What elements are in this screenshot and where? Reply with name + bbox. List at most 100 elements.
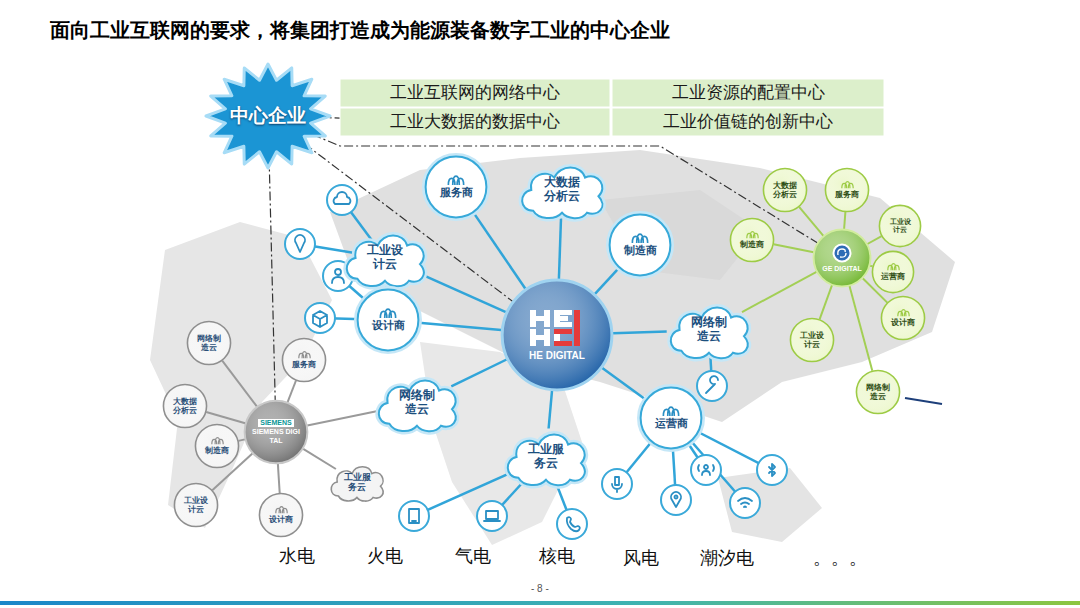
table-cell: 工业价值链的创新中心 (612, 108, 884, 136)
icon-glyph (671, 492, 681, 507)
node-content: 工业设计云 (879, 205, 921, 247)
node-label: 工业服务云 (343, 472, 371, 493)
node-content: 工业服务云 (326, 461, 388, 503)
logo-block (554, 329, 572, 334)
connector (742, 272, 817, 312)
circle-node: 网络制造云 (856, 370, 900, 414)
node-content: 中心企业 (206, 64, 330, 168)
circle-node: 设计商 (881, 296, 925, 340)
node-content: 大数据分析云 (514, 159, 610, 221)
circle-shape (163, 384, 206, 427)
icon-ring (602, 469, 632, 499)
circle-fill (502, 280, 612, 390)
circle-fill (259, 493, 302, 536)
cloud-shape (522, 168, 602, 219)
people-glyph (663, 407, 678, 416)
icon-glyph (409, 509, 419, 523)
node-label: 大数据分析云 (543, 176, 581, 204)
node-label: 运营商 (881, 272, 905, 281)
connector (420, 274, 506, 312)
category-label: 气电 (455, 544, 491, 568)
icon-ring (691, 455, 721, 485)
cloud-node: 工业服务云 (500, 426, 592, 488)
icon-glyph (334, 192, 351, 204)
node-content: 制造商 (730, 218, 774, 262)
logo-block (574, 310, 580, 346)
node-label: GE DIGITAL (822, 265, 862, 273)
circle-fill (358, 290, 419, 351)
icon-ring (399, 501, 429, 531)
circle-shape (730, 218, 773, 261)
node-label: 工业互联网的网络中心 (390, 83, 560, 103)
circle-fill (163, 384, 206, 427)
node-content: 制造商 (195, 424, 239, 468)
connector (867, 236, 881, 244)
circle-shape (881, 296, 924, 339)
connector (799, 207, 823, 236)
circle-fill (641, 388, 702, 449)
circle-shape (426, 157, 487, 218)
node-label: 服务商 (292, 360, 316, 369)
people-icon (211, 436, 224, 445)
ge-logo (832, 243, 852, 263)
hub-node: SIEMENSSIEMENS DIGITAL (244, 400, 308, 464)
people-icon (897, 308, 910, 317)
circle-node: 服务商 (282, 338, 326, 382)
people-glyph (632, 234, 647, 243)
node-label: 制造商 (740, 240, 764, 249)
icon-glyph (313, 311, 327, 327)
circle-node: 工业设计云 (879, 205, 921, 247)
icon (305, 303, 335, 333)
cell-fill (340, 79, 610, 107)
cloud-node: 大数据分析云 (514, 159, 610, 221)
people-glyph (887, 264, 898, 271)
connector (850, 286, 873, 371)
node-label: 网络制造云 (196, 334, 222, 352)
node-content: 设计商 (259, 493, 303, 537)
circle-node: 大数据分析云 (763, 168, 807, 212)
node-label: 设计商 (372, 320, 405, 333)
circle-shape (282, 338, 325, 381)
cloud-node: 网络制造云 (663, 299, 755, 361)
icon-glyph (612, 477, 622, 492)
circle-fill (426, 157, 487, 218)
circle-node: 网络制造云 (187, 321, 231, 365)
connector (549, 391, 552, 429)
icon-glyph (698, 465, 714, 475)
circle-node: 服务商 (425, 156, 487, 218)
circle-shape (872, 251, 913, 292)
node-content: 工业大数据的数据中心 (340, 108, 610, 136)
icon (285, 229, 315, 259)
logo-block (530, 335, 550, 340)
connector (288, 381, 296, 403)
people-icon (275, 505, 288, 514)
circle-fill (881, 296, 924, 339)
connector (307, 411, 376, 425)
connector (451, 360, 506, 387)
icon (327, 185, 357, 215)
connector (820, 285, 832, 319)
people-glyph (841, 182, 852, 189)
icon-ring (697, 371, 727, 401)
connector (774, 244, 814, 252)
circle-shape (245, 401, 308, 464)
node-content: 工业设计云 (790, 318, 834, 362)
circle-node: 运营商 (872, 251, 914, 293)
circle-fill (245, 401, 308, 464)
circle-shape (195, 424, 238, 467)
logo-block (554, 322, 572, 327)
circle-fill (187, 321, 230, 364)
node-content: 运营商 (872, 251, 914, 293)
table-cell: 工业大数据的数据中心 (340, 108, 610, 136)
node-label: 设计商 (891, 318, 915, 327)
node-content: 制造商 (609, 214, 671, 276)
icon (602, 469, 632, 499)
circle-shape (358, 290, 419, 351)
circle-shape (641, 388, 702, 449)
cloud-node: 网络制造云 (371, 372, 463, 434)
icon-glyph (769, 464, 775, 476)
circle-node: 制造商 (609, 214, 671, 276)
node-content: 大数据分析云 (163, 384, 207, 428)
people-glyph (211, 438, 222, 445)
category-label: 水电 (279, 544, 315, 568)
